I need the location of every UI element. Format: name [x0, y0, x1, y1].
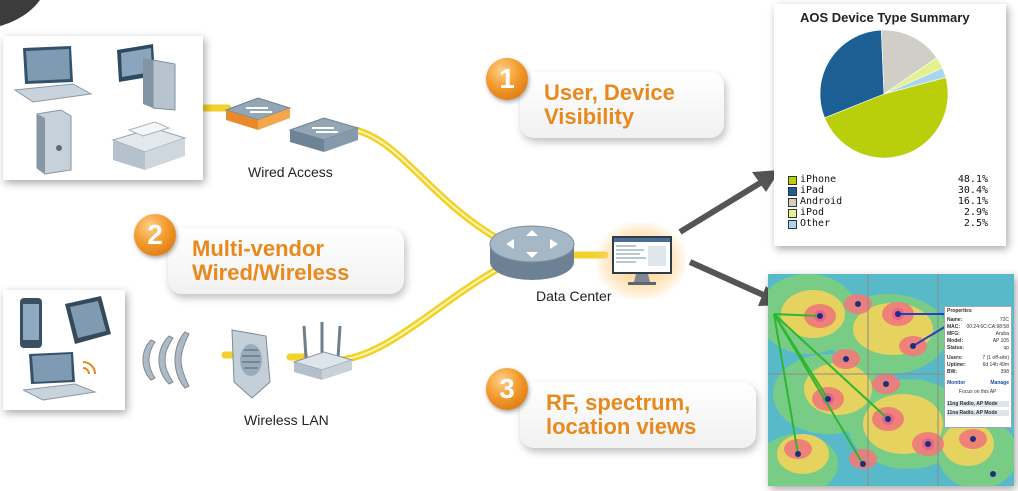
legend-value: 2.9% [963, 207, 988, 218]
wireless-router-icon [292, 322, 354, 380]
desktop-tower-icon [117, 44, 176, 111]
corner-swoosh [0, 0, 40, 26]
router-icon [489, 225, 575, 280]
legend-swatch [788, 176, 797, 185]
wired-link [351, 126, 504, 244]
callout-visibility [520, 72, 724, 138]
server-icon [36, 109, 72, 175]
wireless-lan-label: Wireless LAN [244, 412, 329, 428]
pie-slice-android [881, 29, 938, 95]
legend-item: Other 2.5% [788, 218, 988, 229]
prop-key: Users: [947, 355, 963, 361]
callout-line: location views [546, 414, 697, 439]
prop-key: BW: [947, 369, 957, 375]
legend-label: iPad [800, 185, 825, 196]
properties-title: Properties [947, 308, 972, 314]
signal-waves-icon [142, 331, 190, 389]
wired-access-label: Wired Access [248, 164, 333, 180]
prop-key: Model: [947, 338, 964, 344]
legend-item: Android 16.1% [788, 196, 988, 207]
tablet-icon [65, 296, 111, 344]
rf-heatmap-panel: Properties Name: 72C MAC: 00:24:6C:CA:98… [768, 274, 1014, 486]
pie-chart [819, 29, 949, 159]
pie-slice-ipad [819, 29, 885, 119]
prop-key: Status: [947, 345, 964, 351]
laptop-icon [23, 352, 97, 401]
wired-devices-panel [3, 36, 203, 180]
radio-mode-label: 11na Radio, AP Mode [947, 410, 1009, 416]
pie-slice-iphone [824, 77, 949, 159]
prop-key: MAC: [947, 324, 961, 330]
radio-mode-label: 11ng Radio, AP Mode [947, 401, 1009, 407]
legend-item: iPhone 48.1% [788, 174, 988, 185]
legend-value: 30.4% [957, 185, 988, 196]
callout-line: User, Device [544, 80, 675, 105]
arrow-to-pie [678, 177, 767, 235]
prop-value: 00:24:6C:CA:98:58 [966, 324, 1009, 330]
device-type-chart-panel: AOS Device Type Summary iPhone 48.1% iPa… [774, 4, 1006, 246]
laptop-icon [13, 46, 93, 103]
pie-slice-other [883, 67, 947, 95]
chart-title: AOS Device Type Summary [800, 10, 970, 25]
legend-swatch [788, 209, 797, 218]
prop-value: up [1003, 345, 1009, 351]
callout-line: Wired/Wireless [192, 260, 350, 285]
data-center-label: Data Center [536, 288, 612, 304]
arrow-to-map [688, 259, 772, 301]
focus-ap-button[interactable]: Focus on this AP [959, 389, 997, 395]
legend-label: Android [800, 196, 843, 207]
manage-link[interactable]: Manage [990, 380, 1009, 386]
legend-value: 16.1% [957, 196, 988, 207]
wireless-devices-panel [3, 290, 125, 410]
callout-number-badge: 3 [486, 368, 528, 410]
chart-legend: iPhone 48.1% iPad 30.4% Android 16.1% iP… [788, 174, 988, 229]
legend-value: 2.5% [963, 218, 988, 229]
monitor-link[interactable]: Monitor [947, 380, 966, 386]
legend-swatch [788, 198, 797, 207]
monitor-icon [612, 236, 672, 285]
legend-item: iPad 30.4% [788, 185, 988, 196]
prop-value: Aruba [995, 331, 1009, 337]
callout-number-badge: 2 [134, 214, 176, 256]
callout-line: RF, spectrum, [546, 390, 691, 415]
legend-label: iPod [800, 207, 825, 218]
prop-value: 398 [1000, 369, 1009, 375]
prop-value: 7 (1 off-site) [982, 355, 1009, 361]
legend-swatch [788, 187, 797, 196]
legend-label: Other [800, 218, 831, 229]
callout-number-badge: 1 [486, 58, 528, 100]
ap-properties-popup: Properties Name: 72C MAC: 00:24:6C:CA:98… [944, 306, 1012, 428]
callout-rf-views [520, 382, 756, 448]
prop-value: 6d 14h 49m [982, 362, 1009, 368]
prop-value: AP 105 [992, 338, 1009, 344]
switch-icon [224, 97, 292, 130]
smartphone-icon [20, 298, 42, 348]
prop-key: Name: [947, 317, 963, 323]
access-point-icon [231, 329, 271, 399]
legend-value: 48.1% [957, 174, 988, 185]
callout-multivendor [168, 228, 404, 294]
legend-swatch [788, 220, 797, 229]
legend-label: iPhone [800, 174, 837, 185]
callout-line: Visibility [544, 104, 635, 129]
printer-icon [111, 121, 187, 170]
prop-value: 72C [999, 317, 1009, 323]
callout-line: Multi-vendor [192, 236, 324, 261]
legend-item: iPod 2.9% [788, 207, 988, 218]
prop-key: Uptime: [947, 362, 966, 368]
prop-key: MFG: [947, 331, 960, 337]
switch-icon [288, 117, 360, 152]
